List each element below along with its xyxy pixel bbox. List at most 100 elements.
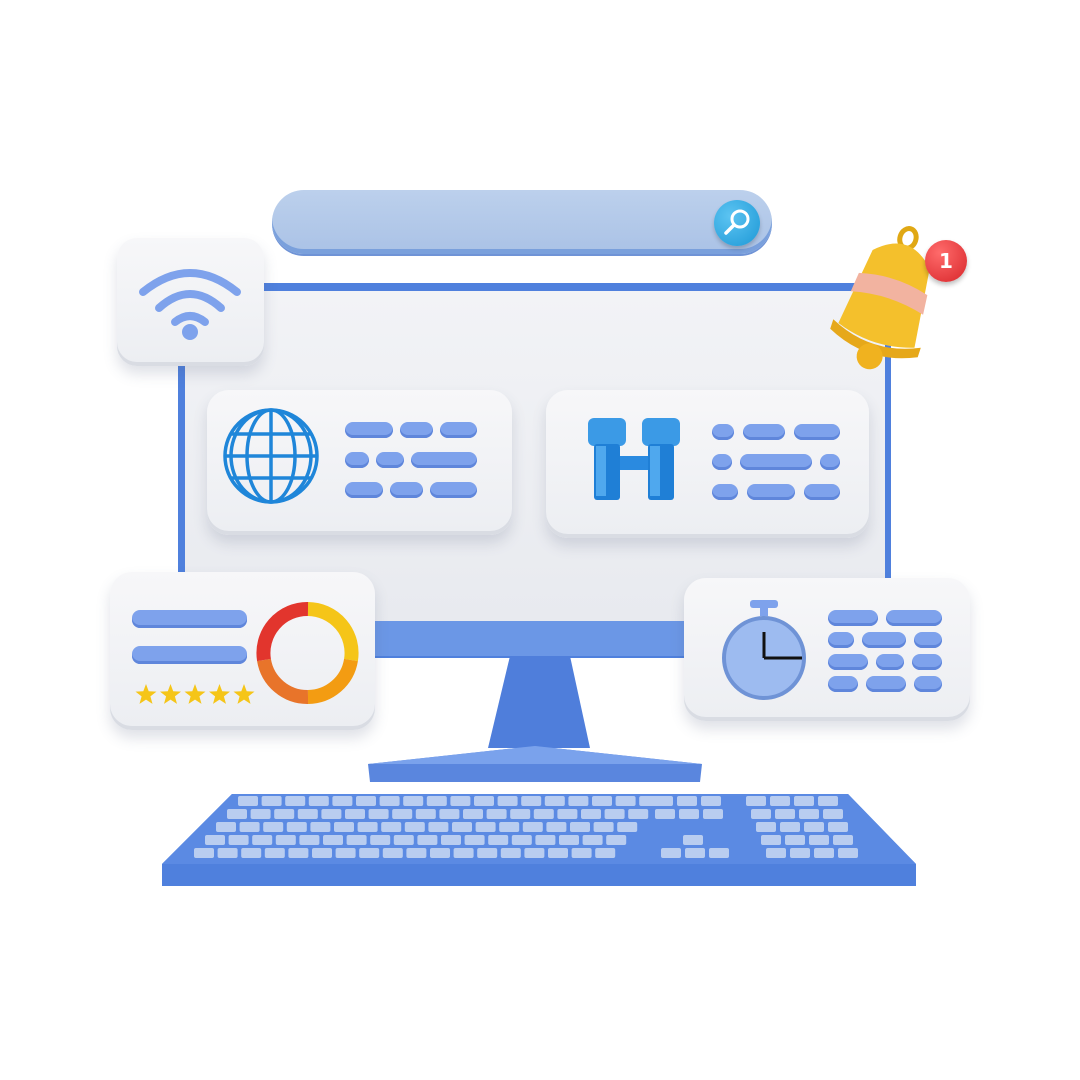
keyboard-key[interactable]	[464, 835, 485, 845]
keyboard-key[interactable]	[308, 796, 329, 806]
keyboard-key[interactable]	[299, 835, 320, 845]
keyboard-key[interactable]	[677, 796, 697, 806]
keyboard-key[interactable]	[606, 835, 627, 845]
keyboard-key[interactable]	[615, 796, 636, 806]
keyboard-key[interactable]	[548, 848, 568, 858]
keyboard-key[interactable]	[430, 848, 450, 858]
keyboard-key[interactable]	[535, 835, 556, 845]
keyboard-key[interactable]	[557, 809, 578, 819]
keyboard-key[interactable]	[415, 809, 436, 819]
keyboard-key[interactable]	[428, 822, 449, 832]
keyboard-key[interactable]	[604, 809, 625, 819]
keyboard-key[interactable]	[592, 796, 612, 806]
keyboard-key[interactable]	[382, 848, 403, 858]
keyboard-key[interactable]	[312, 848, 332, 858]
keyboard-key[interactable]	[392, 809, 413, 819]
keyboard-key[interactable]	[238, 796, 258, 806]
keyboard-key[interactable]	[828, 822, 848, 832]
keyboard-key[interactable]	[228, 835, 249, 845]
keyboard-key[interactable]	[359, 848, 380, 858]
keyboard[interactable]	[158, 788, 920, 893]
keyboard-key[interactable]	[264, 848, 285, 858]
keyboard-key[interactable]	[381, 822, 402, 832]
keyboard-key[interactable]	[346, 835, 367, 845]
keyboard-key[interactable]	[701, 796, 721, 806]
keyboard-key[interactable]	[818, 796, 838, 806]
keyboard-key[interactable]	[403, 796, 424, 806]
keyboard-key[interactable]	[475, 822, 496, 832]
keyboard-key[interactable]	[499, 822, 520, 832]
keyboard-key[interactable]	[751, 809, 771, 819]
keyboard-key[interactable]	[452, 822, 472, 832]
keyboard-key[interactable]	[794, 796, 814, 806]
keyboard-key[interactable]	[335, 848, 356, 858]
keyboard-key[interactable]	[227, 809, 247, 819]
keyboard-key[interactable]	[703, 809, 723, 819]
keyboard-key[interactable]	[356, 796, 376, 806]
keyboard-key[interactable]	[194, 848, 214, 858]
keyboard-key[interactable]	[239, 822, 260, 832]
keyboard-key[interactable]	[274, 809, 295, 819]
keyboard-key[interactable]	[393, 835, 414, 845]
keyboard-key[interactable]	[323, 835, 343, 845]
keyboard-key[interactable]	[486, 809, 507, 819]
keyboard-key[interactable]	[368, 809, 389, 819]
keyboard-key[interactable]	[823, 809, 843, 819]
keyboard-key[interactable]	[661, 848, 681, 858]
keyboard-key[interactable]	[581, 809, 601, 819]
keyboard-key[interactable]	[683, 835, 703, 845]
keyboard-key[interactable]	[568, 796, 589, 806]
keyboard-key[interactable]	[406, 848, 427, 858]
keyboard-key[interactable]	[814, 848, 834, 858]
search-button[interactable]	[714, 200, 760, 246]
keyboard-key[interactable]	[571, 848, 592, 858]
keyboard-key[interactable]	[332, 796, 353, 806]
keyboard-key[interactable]	[477, 848, 498, 858]
keyboard-key[interactable]	[653, 796, 673, 806]
keyboard-key[interactable]	[357, 822, 378, 832]
keyboard-key[interactable]	[524, 848, 545, 858]
keyboard-key[interactable]	[617, 822, 638, 832]
keyboard-key[interactable]	[766, 848, 786, 858]
keyboard-key[interactable]	[559, 835, 579, 845]
keyboard-key[interactable]	[510, 809, 531, 819]
keyboard-key[interactable]	[582, 835, 603, 845]
keyboard-key[interactable]	[285, 796, 306, 806]
keyboard-key[interactable]	[252, 835, 273, 845]
keyboard-key[interactable]	[321, 809, 342, 819]
keyboard-key[interactable]	[809, 835, 829, 845]
keyboard-key[interactable]	[838, 848, 858, 858]
keyboard-key[interactable]	[250, 809, 271, 819]
keyboard-key[interactable]	[261, 796, 282, 806]
keyboard-key[interactable]	[310, 822, 331, 832]
keyboard-key[interactable]	[474, 796, 494, 806]
keyboard-key[interactable]	[593, 822, 614, 832]
keyboard-key[interactable]	[785, 835, 805, 845]
keyboard-key[interactable]	[441, 835, 461, 845]
keyboard-key[interactable]	[544, 796, 565, 806]
keyboard-key[interactable]	[426, 796, 447, 806]
keyboard-key[interactable]	[679, 809, 699, 819]
keyboard-key[interactable]	[217, 848, 238, 858]
keyboard-key[interactable]	[770, 796, 790, 806]
keyboard-key[interactable]	[286, 822, 307, 832]
search-bar[interactable]	[272, 190, 772, 254]
keyboard-key[interactable]	[570, 822, 590, 832]
keyboard-key[interactable]	[833, 835, 853, 845]
keyboard-key[interactable]	[297, 809, 318, 819]
keyboard-key[interactable]	[522, 822, 543, 832]
keyboard-key[interactable]	[370, 835, 391, 845]
keyboard-key[interactable]	[450, 796, 471, 806]
keyboard-key[interactable]	[780, 822, 800, 832]
keyboard-key[interactable]	[756, 822, 776, 832]
keyboard-key[interactable]	[417, 835, 438, 845]
keyboard-key[interactable]	[799, 809, 819, 819]
keyboard-key[interactable]	[488, 835, 509, 845]
keyboard-key[interactable]	[379, 796, 400, 806]
keyboard-key[interactable]	[463, 809, 483, 819]
keyboard-key[interactable]	[685, 848, 705, 858]
keyboard-key[interactable]	[275, 835, 296, 845]
keyboard-key[interactable]	[288, 848, 309, 858]
keyboard-key[interactable]	[775, 809, 795, 819]
keyboard-key[interactable]	[655, 809, 675, 819]
